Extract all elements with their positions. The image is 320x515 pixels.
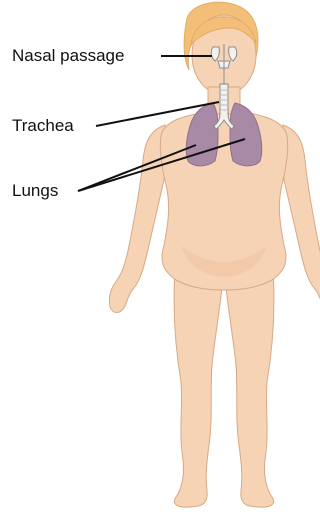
trachea-label: Trachea [12,117,74,134]
right-arm [283,125,320,313]
left-leg [174,255,224,507]
right-leg [224,255,274,507]
lungs-label: Lungs [12,182,58,199]
right-lung [230,103,262,166]
nasal-passage-label: Nasal passage [12,47,124,64]
left-arm [109,125,165,313]
